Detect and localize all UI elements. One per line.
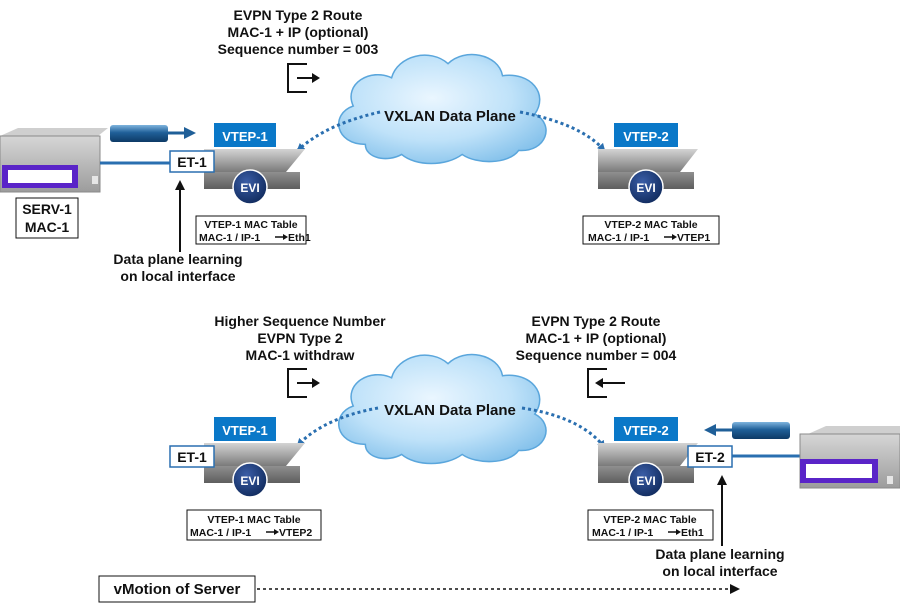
top-et1-port: ET-1 [169,150,215,173]
bottom-vtep2-table-title: VTEP-2 MAC Table [603,514,696,526]
top-route-note-line-3: Sequence number = 003 [218,41,379,57]
bottom-et2-label: ET-2 [695,449,725,465]
top-vtep1-switch: VTEP-1 EVI [204,123,305,205]
bottom-cloud-label: VXLAN Data Plane [384,402,516,419]
bottom-learning-line-2: on local interface [662,563,777,579]
top-vtep1-label: VTEP-1 [222,129,268,144]
top-vtep1-mac-table: VTEP-1 MAC Table MAC-1 / IP-1 Eth1 [195,215,311,245]
top-learning-line-2: on local interface [120,268,235,284]
bottom-et1-port: ET-1 [169,445,215,468]
bottom-tunnel-right [521,406,606,449]
top-et1-label: ET-1 [177,154,207,170]
top-server [0,128,108,193]
bottom-vtep1-mac-table: VTEP-1 MAC Table MAC-1 / IP-1 VTEP2 [186,509,322,541]
bottom-withdraw-note: Higher Sequence Number EVPN Type 2 MAC-1… [214,313,386,363]
bottom-vtep1-table-entry: MAC-1 / IP-1 [190,527,251,539]
top-server-label: SERV-1 MAC-1 [15,197,79,239]
top-tunnel-right [519,110,606,152]
top-vtep1-table-title: VTEP-1 MAC Table [204,219,297,231]
vmotion-label: vMotion of Server [114,581,241,598]
arrow-right-icon [664,234,677,240]
bottom-vxlan-cloud: VXLAN Data Plane [337,353,547,465]
withdraw-export-icon [287,368,320,398]
top-route-note-line-2: MAC-1 + IP (optional) [228,24,369,40]
bottom-vtep2-evi: EVI [636,474,655,488]
top-vtep2-evi: EVI [636,181,655,195]
top-vtep2-switch: VTEP-2 EVI [598,123,698,205]
bottom-learning-line-1: Data plane learning [655,546,784,562]
bottom-route-note-line-1: EVPN Type 2 Route [532,313,661,329]
bottom-vtep2-switch: VTEP-2 EVI [598,417,698,498]
bottom-vtep1-label: VTEP-1 [222,423,268,438]
bottom-scene: Higher Sequence Number EVPN Type 2 MAC-1… [98,313,900,603]
bottom-vtep2-table-entry: MAC-1 / IP-1 [592,527,653,539]
top-vxlan-cloud: VXLAN Data Plane [337,53,547,165]
server-name: SERV-1 [22,201,72,217]
top-learning-note: Data plane learning on local interface [113,251,242,284]
top-vtep2-table-title: VTEP-2 MAC Table [604,219,697,231]
bottom-et1-label: ET-1 [177,449,207,465]
withdraw-note-line-1: Higher Sequence Number [214,313,386,329]
bottom-vtep2-mac-table: VTEP-2 MAC Table MAC-1 / IP-1 Eth1 [587,509,714,541]
top-route-note: EVPN Type 2 Route MAC-1 + IP (optional) … [218,7,379,57]
top-vtep2-mac-table: VTEP-2 MAC Table MAC-1 / IP-1 VTEP1 [582,215,720,245]
top-learning-line-1: Data plane learning [113,251,242,267]
bottom-vtep1-switch: VTEP-1 EVI [204,417,305,498]
server-mac: MAC-1 [25,219,70,235]
bottom-vtep2-label: VTEP-2 [623,423,669,438]
bottom-traffic-pipe [704,422,790,439]
bottom-et2-port: ET-2 [687,445,733,468]
top-traffic-pipe [110,125,196,142]
top-vtep1-evi: EVI [240,181,259,195]
top-vtep2-table-entry: MAC-1 / IP-1 [588,232,649,244]
top-route-note-line-1: EVPN Type 2 Route [234,7,363,23]
bottom-route-note: EVPN Type 2 Route MAC-1 + IP (optional) … [516,313,677,363]
bottom-route-note-line-3: Sequence number = 004 [516,347,677,363]
vmotion-label-box: vMotion of Server [98,575,256,603]
arrow-right-icon [668,529,681,535]
top-scene: EVPN Type 2 Route MAC-1 + IP (optional) … [0,7,720,284]
top-vtep2-table-target: VTEP1 [677,232,710,244]
arrow-right-icon [266,529,279,535]
top-tunnel-left [296,110,381,152]
top-vtep2-label: VTEP-2 [623,129,669,144]
top-cloud-label: VXLAN Data Plane [384,108,516,125]
top-vtep1-table-entry: MAC-1 / IP-1 [199,232,260,244]
bottom-route-note-line-2: MAC-1 + IP (optional) [526,330,667,346]
bottom-vtep1-table-title: VTEP-1 MAC Table [207,514,300,526]
top-vtep1-table-target: Eth1 [288,232,311,244]
route-import-icon [587,368,625,398]
bottom-vtep2-table-target: Eth1 [681,527,704,539]
arrow-right-icon [275,234,288,240]
bottom-vtep1-evi: EVI [240,474,259,488]
bottom-vtep1-table-target: VTEP2 [279,527,312,539]
withdraw-note-line-3: MAC-1 withdraw [246,347,355,363]
withdraw-note-line-2: EVPN Type 2 [257,330,343,346]
bottom-learning-note: Data plane learning on local interface [655,546,784,579]
route-export-icon [287,63,320,93]
bottom-server [799,426,900,489]
